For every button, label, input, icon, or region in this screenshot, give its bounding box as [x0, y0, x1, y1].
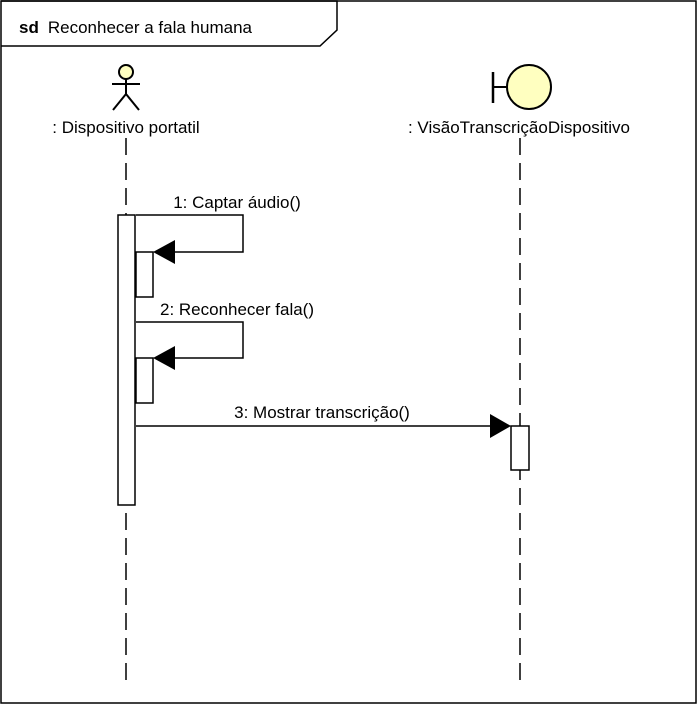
- frame-label-tab: [1, 0, 338, 47]
- activation-bar-target: [510, 425, 530, 471]
- frame-title-text: Reconhecer a fala humana: [48, 18, 253, 37]
- lifeline-visao-transcricao: : VisãoTranscriçãoDispositivo: [408, 64, 630, 680]
- message-path: [136, 214, 244, 253]
- message-path: [136, 321, 244, 359]
- message-label: 1: Captar áudio(): [173, 193, 301, 212]
- activation-bar-nested: [135, 357, 154, 404]
- arrowhead-icon: [153, 346, 175, 370]
- arrowhead-icon: [153, 240, 175, 264]
- message-label: 3: Mostrar transcrição(): [234, 403, 410, 422]
- message-3: 3: Mostrar transcrição(): [136, 403, 511, 438]
- lifeline-label: : VisãoTranscriçãoDispositivo: [408, 118, 630, 137]
- activation-bar-nested: [135, 251, 154, 298]
- activation-bar: [117, 214, 136, 506]
- lifeline-label: : Dispositivo portatil: [52, 118, 199, 137]
- stick-figure-actor-icon: [112, 64, 140, 111]
- message-label: 2: Reconhecer fala(): [160, 300, 314, 319]
- frame-title: sd Reconhecer a fala humana: [19, 18, 253, 37]
- frame-keyword: sd: [19, 18, 39, 37]
- message-1: 1: Captar áudio(): [136, 193, 301, 264]
- boundary-icon: [491, 64, 552, 110]
- message-2: 2: Reconhecer fala(): [136, 300, 314, 370]
- arrowhead-icon: [490, 414, 511, 438]
